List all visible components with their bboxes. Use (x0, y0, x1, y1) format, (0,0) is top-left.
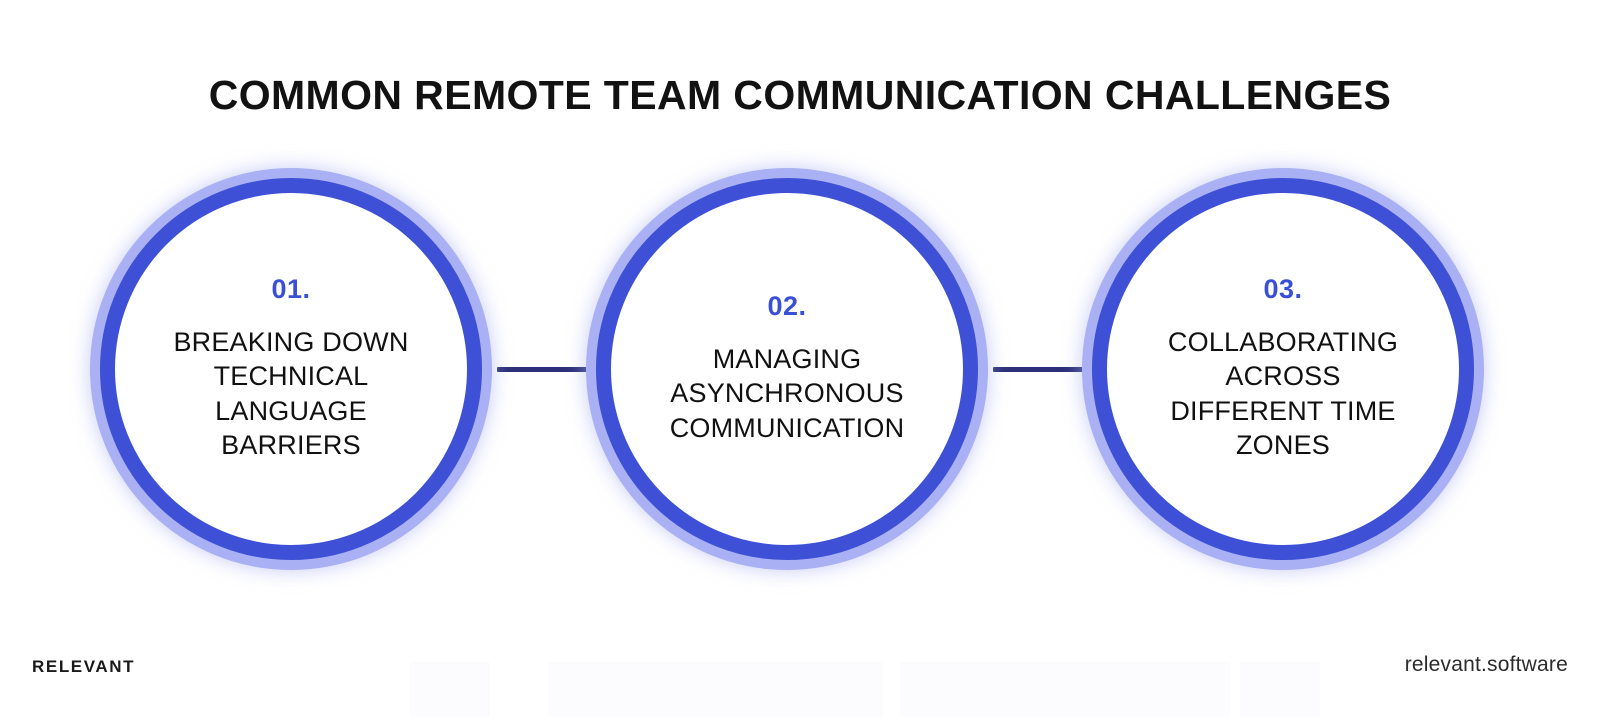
challenge-label-3: COLLABORATING ACROSS DIFFERENT TIME ZONE… (1167, 327, 1399, 460)
challenge-number-1: 01. (271, 274, 311, 305)
connector-line-1-2 (497, 367, 597, 372)
background-artifact (410, 662, 490, 717)
challenge-content-1: 01. BREAKING DOWN TECHNICAL LANGUAGE BAR… (115, 276, 467, 461)
challenge-content-3: 03. COLLABORATING ACROSS DIFFERENT TIME … (1107, 276, 1459, 461)
challenge-label-1: BREAKING DOWN TECHNICAL LANGUAGE BARRIER… (173, 327, 409, 460)
connector-line-2-3 (993, 367, 1093, 372)
challenge-circle-3[interactable]: 03. COLLABORATING ACROSS DIFFERENT TIME … (1092, 178, 1474, 560)
challenge-circle-2[interactable]: 02. MANAGING ASYNCHRONOUS COMMUNICATION (596, 178, 978, 560)
background-artifact (548, 662, 883, 717)
challenge-circle-1[interactable]: 01. BREAKING DOWN TECHNICAL LANGUAGE BAR… (100, 178, 482, 560)
challenge-number-2: 02. (767, 291, 807, 322)
brand-website[interactable]: relevant.software (1404, 653, 1568, 676)
challenge-number-3: 03. (1263, 274, 1303, 305)
page-title: COMMON REMOTE TEAM COMMUNICATION CHALLEN… (208, 72, 1392, 119)
challenge-content-2: 02. MANAGING ASYNCHRONOUS COMMUNICATION (611, 293, 963, 444)
background-artifact (900, 662, 1230, 717)
brand-logo: RELEVANT (32, 657, 136, 676)
background-artifact (1240, 662, 1320, 717)
challenge-label-2: MANAGING ASYNCHRONOUS COMMUNICATION (669, 344, 905, 443)
